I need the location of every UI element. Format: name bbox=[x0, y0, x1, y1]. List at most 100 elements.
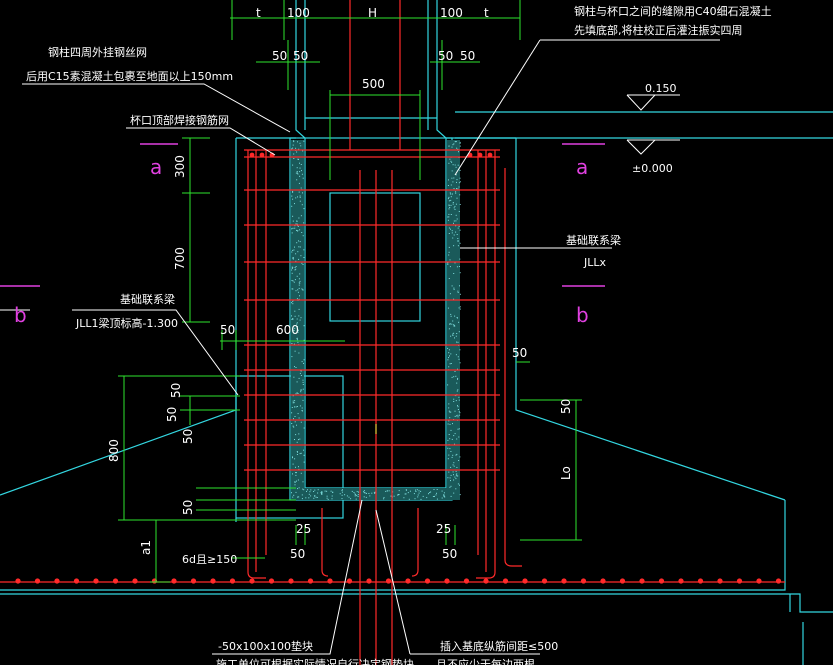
rebar-dot bbox=[73, 578, 80, 584]
grout-speckle bbox=[455, 203, 457, 205]
grout-speckle bbox=[456, 415, 458, 417]
grout-speckle bbox=[341, 489, 343, 491]
section-a-left: a bbox=[150, 155, 162, 179]
grout-speckle bbox=[450, 353, 452, 355]
grout-speckle bbox=[321, 491, 323, 493]
grout-speckle bbox=[297, 331, 299, 333]
grout-speckle bbox=[299, 295, 300, 297]
rebar-dot bbox=[288, 578, 294, 584]
grout-speckle bbox=[303, 339, 305, 341]
grout-speckle bbox=[297, 488, 298, 490]
rebar-dot bbox=[639, 578, 645, 584]
grout-speckle bbox=[296, 151, 298, 153]
grout-speckle bbox=[459, 484, 460, 486]
grout-speckle bbox=[405, 489, 407, 491]
note-dowel-line1: 插入基底纵筋间距≤500 bbox=[440, 639, 558, 653]
dim-50-left: 50 bbox=[220, 323, 235, 337]
grout-speckle bbox=[294, 481, 296, 483]
grout-speckle bbox=[455, 335, 457, 337]
grout-speckle bbox=[303, 362, 304, 364]
grout-speckle bbox=[298, 487, 300, 489]
grout-speckle bbox=[436, 489, 438, 490]
grout-speckle bbox=[297, 341, 299, 343]
grout-speckle bbox=[451, 456, 453, 458]
grout-speckle bbox=[301, 410, 303, 412]
grout-speckle bbox=[452, 423, 453, 425]
grout-speckle bbox=[314, 495, 316, 497]
grout-speckle bbox=[459, 285, 460, 287]
grout-speckle bbox=[453, 332, 455, 334]
grout-speckle bbox=[449, 477, 451, 479]
grout-speckle bbox=[451, 177, 453, 179]
grout-speckle bbox=[363, 491, 364, 493]
grout-speckle bbox=[293, 158, 295, 159]
grout-speckle bbox=[291, 272, 293, 274]
grout-speckle bbox=[292, 400, 294, 402]
grout-speckle bbox=[453, 401, 455, 402]
dim-700: 700 bbox=[173, 247, 187, 270]
grout-speckle bbox=[294, 246, 295, 248]
dim-50a: 50 bbox=[272, 49, 287, 63]
grout-speckle bbox=[295, 197, 297, 199]
grout-speckle bbox=[448, 179, 449, 181]
grout-speckle bbox=[409, 490, 411, 492]
grout-speckle bbox=[306, 490, 307, 492]
grout-speckle bbox=[299, 200, 301, 202]
leader-lines bbox=[0, 39, 720, 655]
grout-speckle bbox=[454, 205, 456, 207]
grout-speckle bbox=[459, 141, 461, 143]
grout-speckle bbox=[450, 315, 452, 317]
grout-speckle bbox=[459, 272, 461, 274]
grout-speckle bbox=[291, 205, 293, 207]
grout-speckle bbox=[294, 484, 296, 486]
grout-speckle bbox=[327, 498, 329, 500]
grout-speckle bbox=[447, 262, 449, 264]
grout-speckle bbox=[296, 451, 298, 452]
grout-speckle bbox=[354, 493, 356, 495]
grout-speckle bbox=[301, 288, 303, 290]
rebar-dot bbox=[249, 152, 255, 158]
grout-speckle bbox=[299, 280, 301, 282]
grout-speckle bbox=[296, 318, 298, 320]
grout-speckle bbox=[458, 460, 460, 461]
grout-speckle bbox=[455, 474, 457, 476]
grout-speckle bbox=[456, 147, 458, 149]
grout-speckle bbox=[447, 477, 449, 479]
grout-speckle bbox=[296, 229, 297, 231]
grout-speckle bbox=[450, 363, 452, 364]
grout-speckle bbox=[457, 406, 459, 408]
grout-speckle bbox=[293, 141, 295, 143]
grout-speckle bbox=[321, 493, 323, 495]
grout-speckle bbox=[451, 323, 453, 325]
grout-speckle bbox=[295, 266, 297, 267]
grout-speckle bbox=[309, 491, 311, 493]
rebar-dot bbox=[522, 578, 528, 584]
grout-speckle bbox=[298, 417, 300, 419]
grout-speckle bbox=[459, 142, 461, 144]
grout-speckle bbox=[453, 207, 455, 209]
grout-speckle bbox=[453, 245, 455, 247]
grout-speckle bbox=[456, 181, 457, 183]
dim-50-right: 50 bbox=[512, 346, 527, 360]
grout-speckle bbox=[456, 179, 458, 181]
grout-speckle bbox=[383, 498, 385, 500]
grout-speckle bbox=[295, 223, 297, 225]
grout-speckle bbox=[428, 493, 429, 495]
grout-speckle bbox=[293, 376, 295, 378]
dimension-lines bbox=[118, 0, 582, 583]
grout-speckle bbox=[298, 182, 300, 184]
grout-speckle bbox=[300, 317, 302, 319]
grout-speckle bbox=[456, 467, 458, 468]
grout-speckle bbox=[355, 494, 357, 496]
grout-speckle bbox=[448, 407, 450, 409]
note-grout-line2: 先填底部,将柱校正后灌注振实四周 bbox=[574, 23, 743, 37]
grout-speckle bbox=[296, 221, 298, 222]
grout-speckle bbox=[297, 393, 299, 394]
grout-speckle bbox=[301, 407, 303, 409]
grout-speckle bbox=[291, 412, 293, 414]
grout-speckle bbox=[458, 307, 460, 309]
grout-speckle bbox=[449, 363, 451, 365]
grout-speckle bbox=[457, 405, 458, 407]
grout-speckle bbox=[303, 325, 305, 327]
dim-25a: 25 bbox=[296, 522, 311, 536]
